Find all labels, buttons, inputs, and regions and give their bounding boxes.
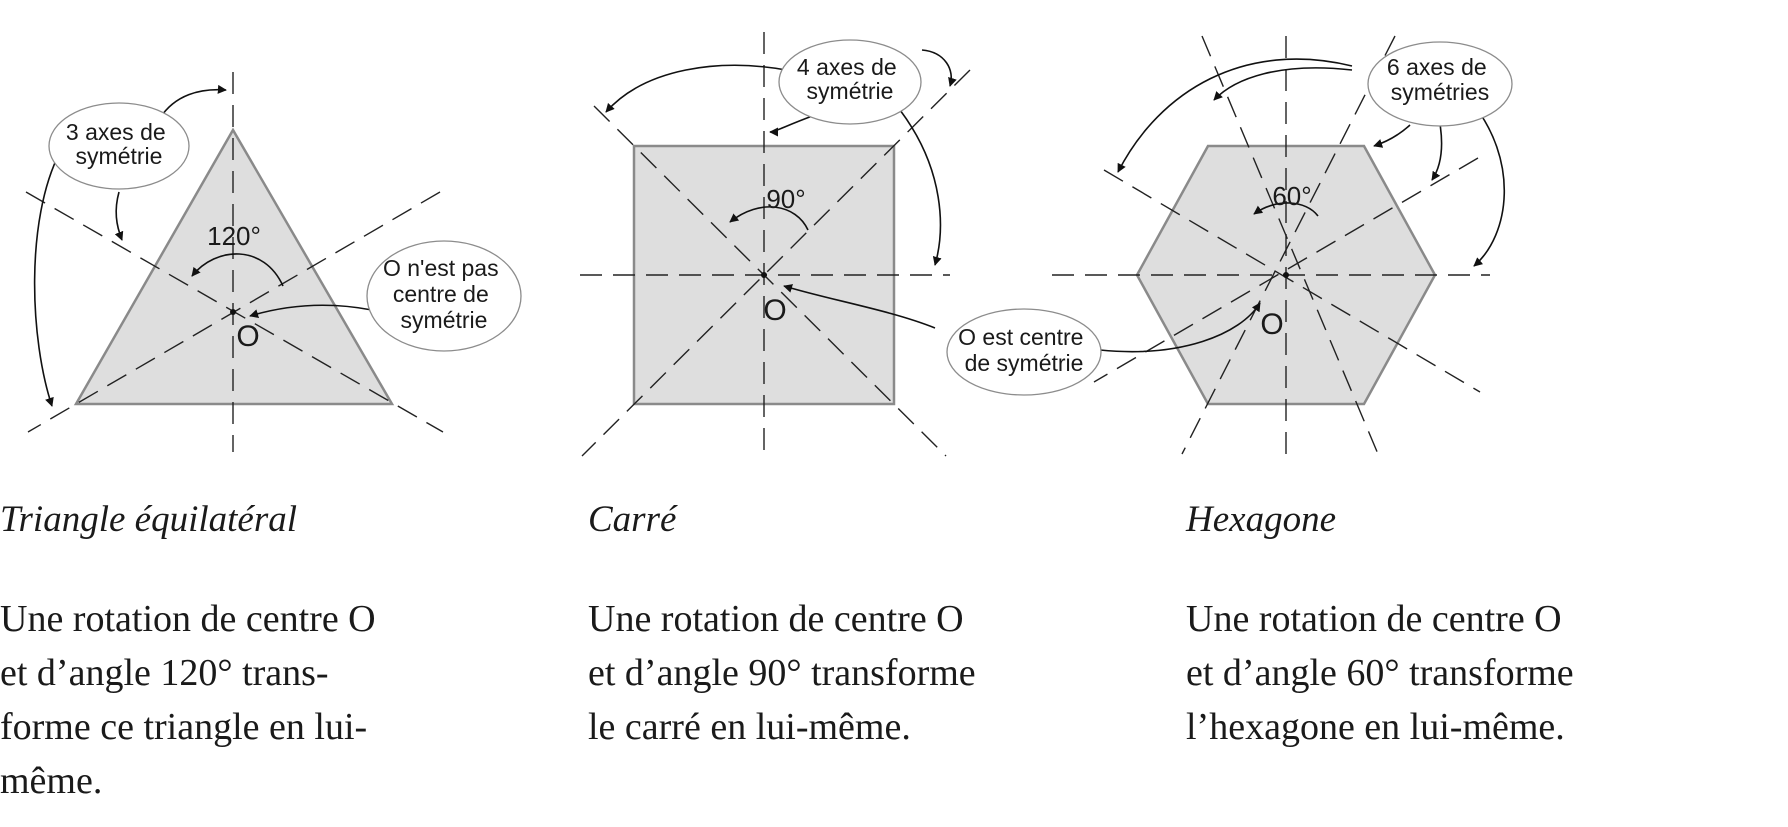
square-angle-label: 90° — [766, 184, 805, 214]
caption-hexagon: Hexagone — [1186, 499, 1336, 540]
hexagon-axes-arrow-near — [1213, 67, 1353, 101]
hexagon-axes-arrow-down — [1469, 99, 1506, 267]
hexagon-angle-label: 60° — [1272, 181, 1311, 211]
hexagon-axes-bubble — [1367, 41, 1513, 127]
triangle-axes-arrow-left — [33, 151, 61, 407]
triangle-rotation-arrow — [191, 253, 284, 287]
shared-center-note: O est centre de symétrie — [958, 324, 1090, 376]
triangle-note-arrow — [249, 304, 373, 318]
description-line: le carré en lui-même. — [588, 706, 911, 748]
square-axes-label: 4 axes de symétrie — [797, 54, 903, 104]
hexagon-axes-label: 6 axes de symétries — [1387, 54, 1493, 105]
square-axes-bubble — [778, 39, 922, 125]
square-note-arrow — [783, 284, 936, 329]
triangle-axes-bubble — [48, 102, 190, 190]
hexagon-rotation-arrow — [1253, 202, 1319, 217]
hexagon-axes-arrow-mid — [1373, 124, 1411, 148]
shared-center-note-bubble — [946, 308, 1102, 396]
square-rotation-arrow — [729, 206, 809, 231]
description-line: Une rotation de centre O — [1186, 598, 1562, 640]
description-line: Une rotation de centre O — [0, 598, 376, 640]
hexagon-note-arrow — [1099, 302, 1261, 353]
description-line: l’hexagone en lui-même. — [1186, 706, 1565, 748]
description-line: et d’angle 60° transforme — [1186, 652, 1574, 694]
description-hexagon: Une rotation de centre O et d’angle 60° … — [1186, 592, 1666, 754]
square-axes-arrow-left — [605, 64, 787, 113]
description-line: et d’angle 120° trans- — [0, 652, 329, 694]
caption-square: Carré — [588, 499, 677, 540]
square-center-point — [761, 272, 767, 278]
hexagon-axes-arrow-far — [1117, 58, 1353, 173]
triangle-angle-label: 120° — [207, 221, 261, 251]
triangle-center-label: O — [236, 320, 259, 353]
square-axes-arrow-mid — [769, 114, 816, 137]
triangle-figure: 3 axes de symétrie 120° O O n'est pas ce… — [25, 72, 522, 452]
triangle-center-note-bubble — [366, 240, 522, 352]
hexagon-figure: 6 axes de symétries 60° O — [1052, 35, 1513, 455]
description-line: même. — [0, 760, 103, 802]
triangle-center-point — [230, 309, 236, 315]
hexagon-axes-arrow-right — [1431, 123, 1443, 181]
description-line: forme ce triangle en lui- — [0, 706, 368, 748]
triangle-axes-label: 3 axes de symétrie — [66, 119, 172, 169]
triangle-axes-arrow-top — [159, 84, 227, 119]
hexagon-center-point — [1283, 272, 1289, 278]
square-axes-arrow-right — [921, 49, 957, 87]
triangle-center-note: O n'est pas centre de symétrie — [383, 255, 505, 333]
description-line: et d’angle 90° transforme — [588, 652, 976, 694]
symmetry-diagram: 3 axes de symétrie 120° O O n'est pas ce… — [25, 32, 1513, 457]
description-line: Une rotation de centre O — [588, 598, 964, 640]
caption-triangle: Triangle équilatéral — [0, 499, 298, 540]
triangle-axes-arrow-mid — [114, 191, 124, 241]
square-center-label: O — [763, 294, 786, 327]
square-axes-arrow-down — [899, 109, 942, 266]
hexagon-center-label: O — [1260, 308, 1283, 341]
hexagon-symmetry-axes — [1052, 35, 1490, 455]
description-triangle: Une rotation de centre O et d’angle 120°… — [0, 592, 468, 808]
square-figure: 4 axes de symétrie 90° O — [580, 32, 971, 457]
description-square: Une rotation de centre O et d’angle 90° … — [588, 592, 1068, 754]
